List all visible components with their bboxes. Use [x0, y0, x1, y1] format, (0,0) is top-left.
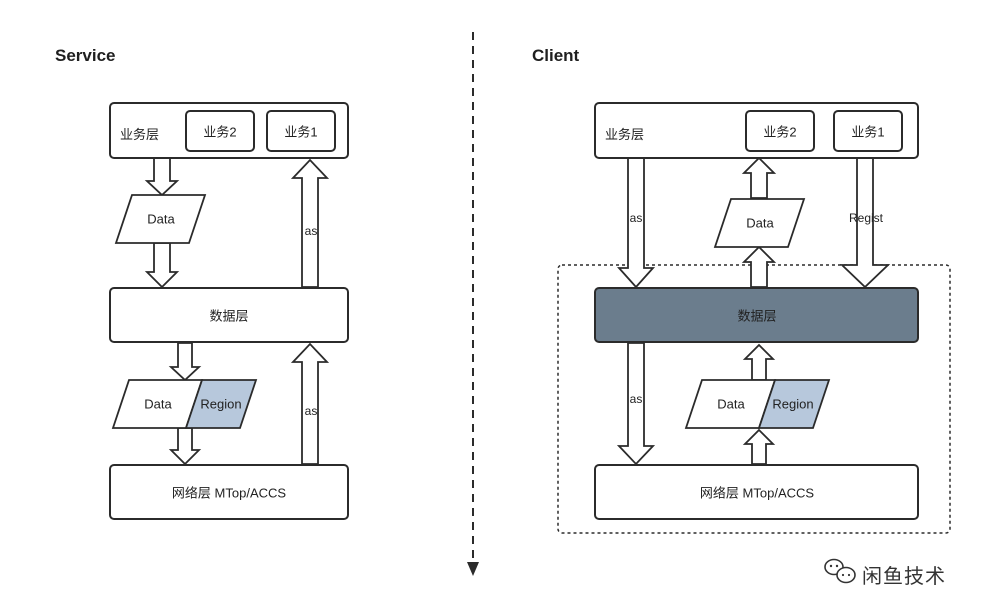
service-arrow-label-top: as	[304, 224, 318, 238]
client-region-shape	[757, 379, 831, 429]
service-arrow-up-2	[290, 342, 330, 465]
service-network-layer-box	[109, 464, 349, 520]
service-data-parallelogram	[114, 194, 207, 244]
client-data-layer-label: 数据层	[737, 308, 777, 324]
client-arrow-up-1	[741, 156, 777, 199]
client-data2-label: Data	[717, 396, 745, 412]
client-arrow-up-3	[742, 343, 776, 381]
divider-arrowhead	[467, 562, 479, 576]
client-arrow-label-left: as	[629, 211, 643, 225]
client-biz2-label: 业务2	[763, 124, 797, 140]
watermark-text: 闲鱼技术	[862, 566, 946, 588]
client-arrow-down-left-2	[616, 342, 656, 466]
client-biz1-label: 业务1	[851, 124, 885, 140]
service-biz-layer-label: 业务层	[120, 127, 160, 142]
client-arrow-regist	[839, 157, 891, 289]
client-network-layer-label: 网络层 MTop/ACCS	[699, 485, 815, 501]
client-data-layer-box	[594, 287, 919, 343]
client-arrow-label-bottom: as	[629, 392, 643, 406]
client-network-layer-box	[594, 464, 919, 520]
client-data-label: Data	[746, 215, 774, 231]
service-arrow-up-1	[290, 158, 330, 288]
service-arrow-down-3	[168, 342, 202, 382]
client-arrow-up-2	[741, 245, 777, 288]
service-data-layer-box	[109, 287, 349, 343]
service-arrow-label-bottom: as	[304, 404, 318, 418]
service-arrow-down-4	[168, 427, 202, 466]
service-region-shape	[184, 379, 258, 429]
service-data2-label: Data	[144, 396, 172, 412]
client-arrow-down-left-1	[616, 157, 656, 289]
client-data-parallelogram	[713, 198, 806, 248]
service-biz1-box	[266, 110, 336, 152]
service-biz2-label: 业务2	[203, 124, 237, 140]
service-data-label: Data	[147, 211, 175, 227]
service-biz2-box	[185, 110, 255, 152]
client-title: Client	[532, 46, 580, 65]
client-arrow-label-regist: Regist	[848, 211, 884, 225]
service-arrow-down-2	[144, 242, 180, 289]
client-biz2-box	[745, 110, 815, 152]
service-data-layer-label: 数据层	[209, 308, 249, 324]
client-biz-layer-label: 业务层	[605, 127, 645, 142]
client-arrow-up-4	[742, 428, 776, 465]
service-biz1-label: 业务1	[284, 124, 318, 140]
service-title: Service	[55, 46, 116, 65]
client-region-label: Region	[772, 396, 814, 412]
service-region-label: Region	[200, 396, 242, 412]
service-arrow-down-1	[144, 157, 180, 197]
client-biz1-box	[833, 110, 903, 152]
service-network-layer-label: 网络层 MTop/ACCS	[171, 485, 287, 501]
wechat-icon	[824, 558, 856, 584]
